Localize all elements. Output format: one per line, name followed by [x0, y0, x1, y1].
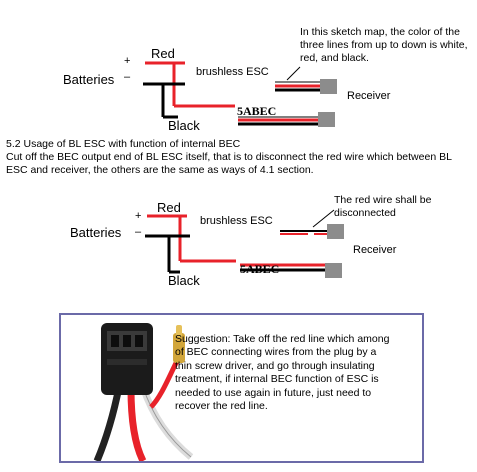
connector-photo — [93, 323, 194, 461]
d1-receiver-label: Receiver — [347, 90, 391, 102]
d1-red-label: Red — [151, 46, 175, 61]
d1-model-label: 5ABEC — [237, 104, 277, 118]
section-heading: 5.2 Usage of BL ESC with function of int… — [6, 138, 241, 150]
d1-batteries-label: Batteries — [63, 72, 115, 87]
diagram1-wires — [143, 61, 337, 127]
d2-receiver-label: Receiver — [353, 244, 397, 256]
d2-note-leader — [312, 209, 335, 228]
d1-color-note: In this sketch map, the color of the thr… — [300, 26, 468, 65]
suggestion-text: Suggestion: Take off the red line which … — [175, 333, 390, 413]
diagram2-wires — [145, 209, 344, 278]
d2-disconnect-note: The red wire shall be disconnected — [334, 194, 432, 220]
d2-model-label: 5ABEC — [240, 262, 280, 276]
d1-output-connector — [318, 112, 335, 127]
d2-esc-label: brushless ESC — [200, 215, 273, 227]
d1-note-leader — [286, 66, 301, 81]
section-5-2: 5.2 Usage of BL ESC with function of int… — [6, 138, 468, 177]
d1-plus-sign: + — [124, 55, 131, 67]
d2-plus-sign: + — [135, 210, 142, 222]
d2-minus-sign: – — [135, 226, 142, 238]
d2-output-connector — [325, 263, 342, 278]
d2-black-label: Black — [168, 273, 200, 288]
d1-minus-sign: – — [124, 71, 131, 83]
d1-rx-connector — [320, 79, 337, 94]
suggestion-panel: Suggestion: Take off the red line which … — [59, 313, 424, 463]
d1-esc-label: brushless ESC — [196, 66, 269, 78]
d2-batteries-label: Batteries — [70, 225, 122, 240]
section-body: Cut off the BEC output end of BL ESC its… — [6, 151, 452, 176]
d2-rx-connector — [327, 224, 344, 239]
d1-black-label: Black — [168, 118, 200, 133]
d2-red-label: Red — [157, 200, 181, 215]
